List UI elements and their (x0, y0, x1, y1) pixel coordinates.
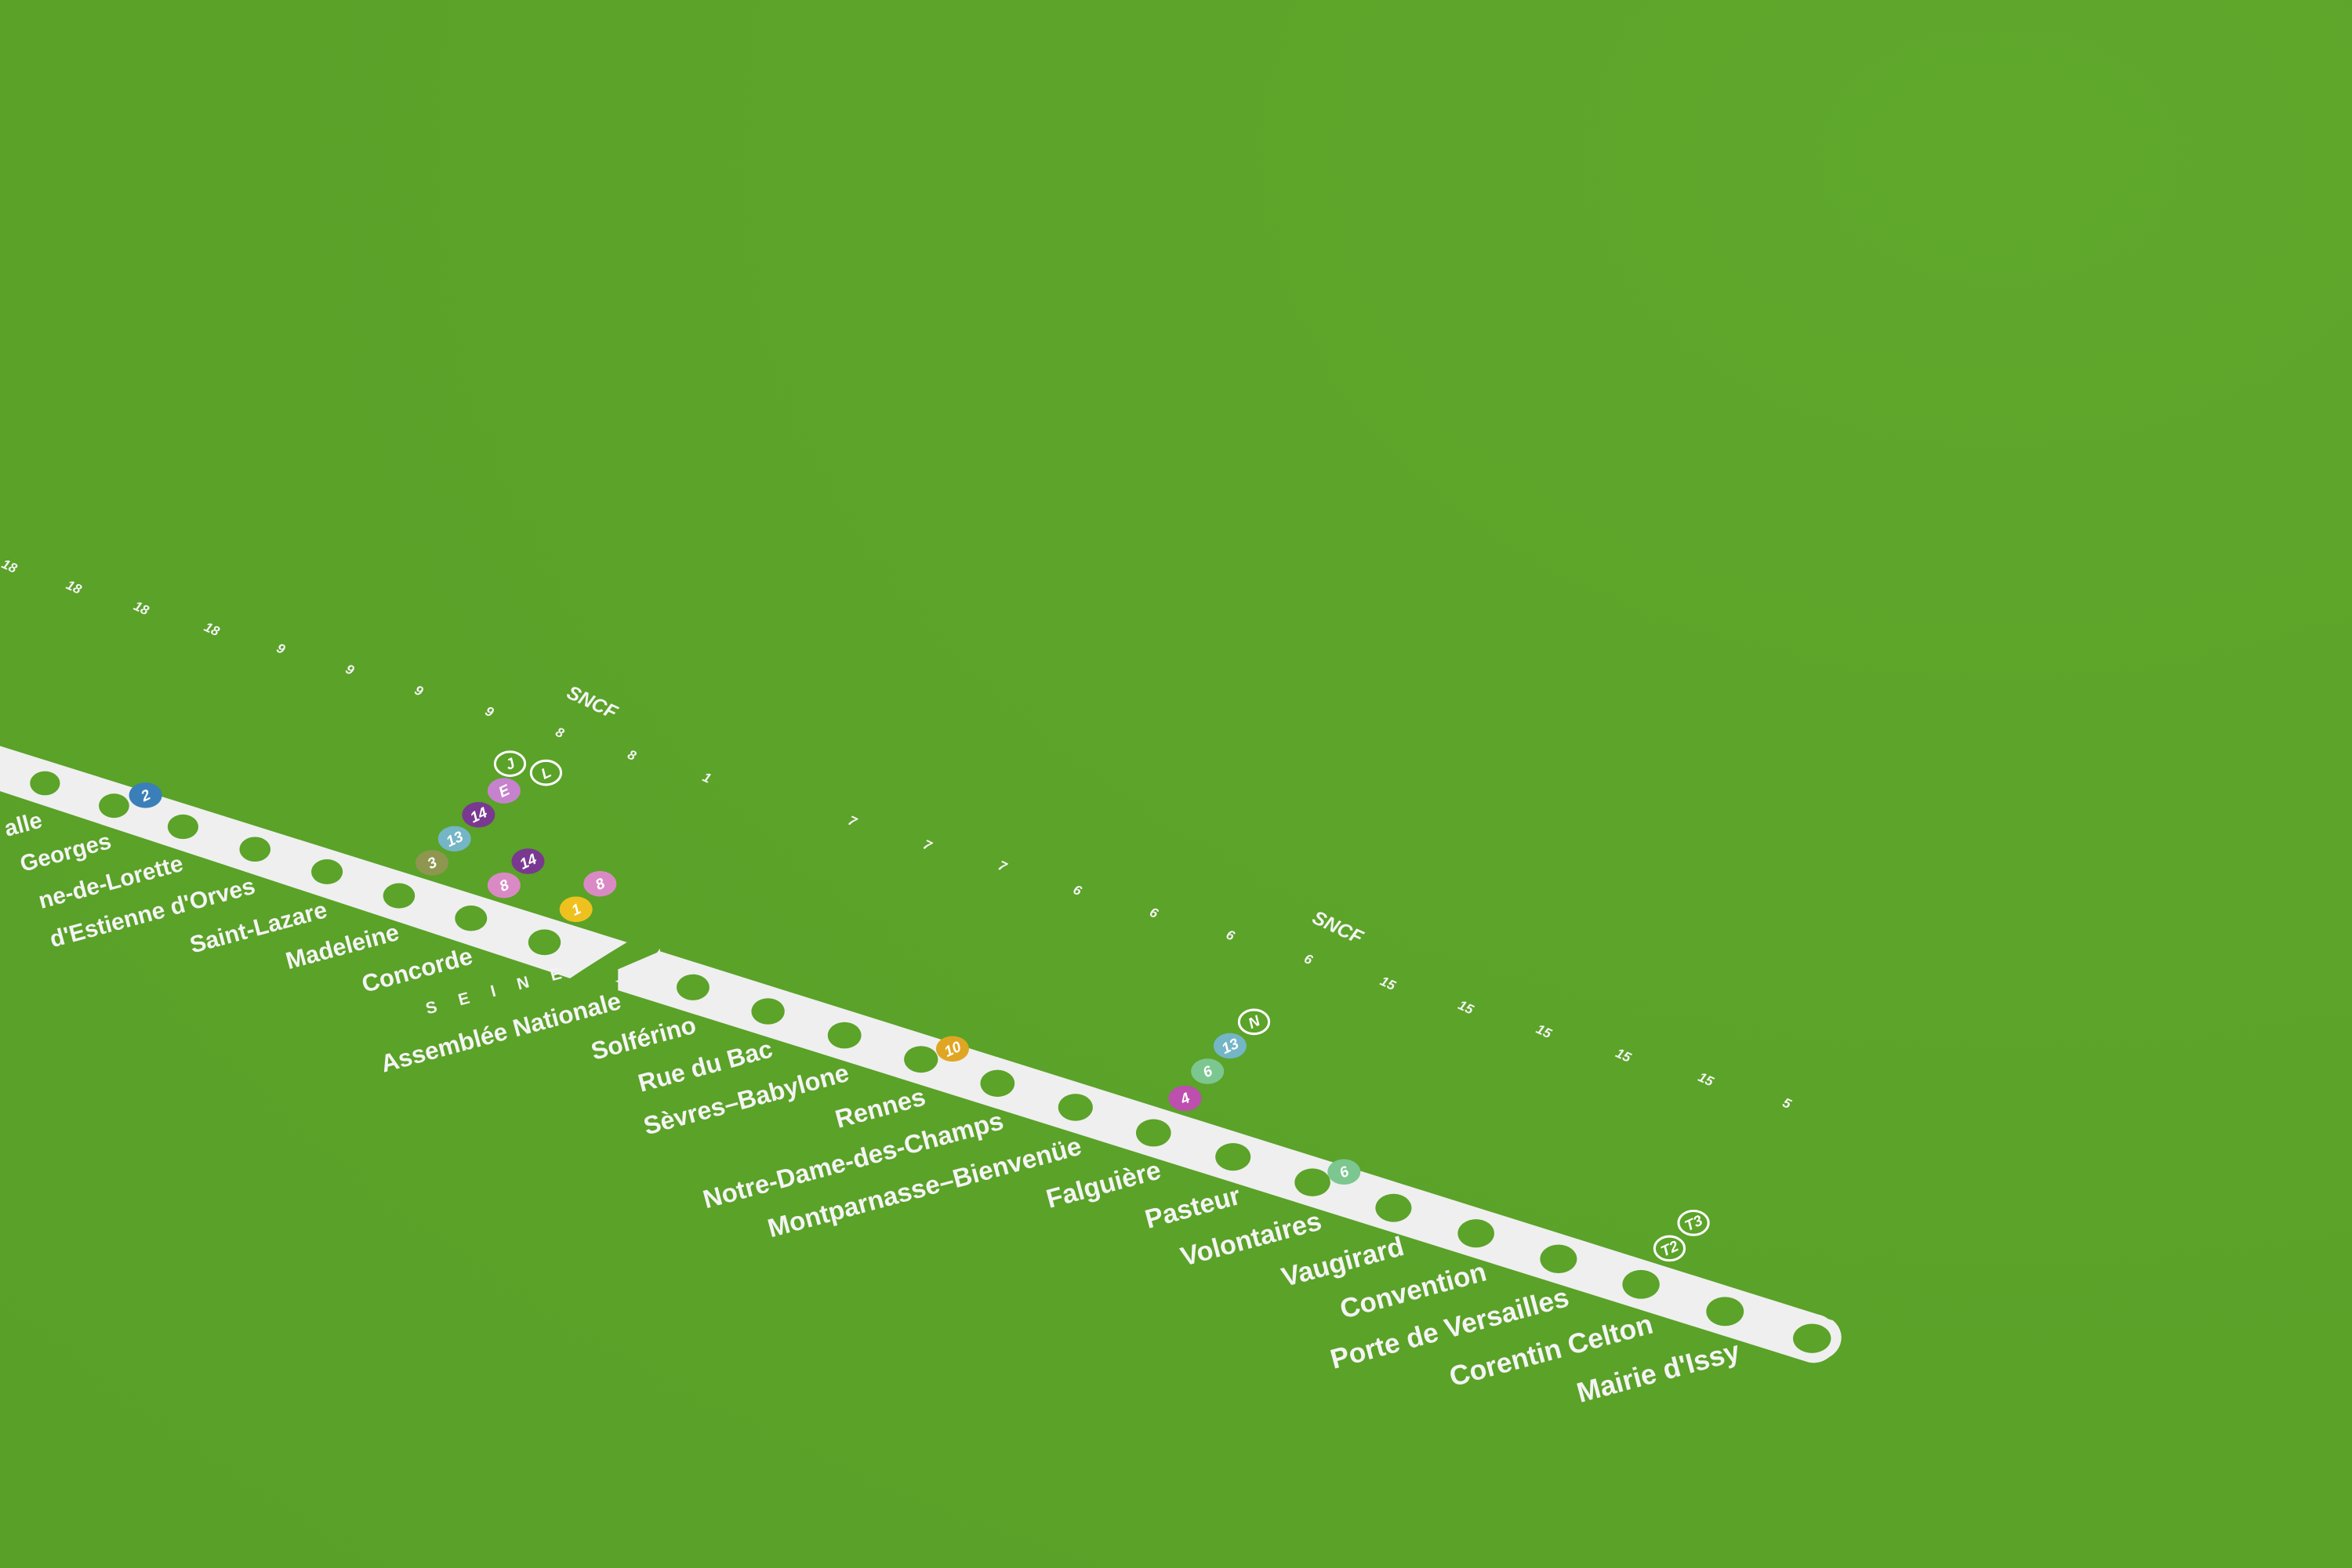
travel-time: 6 (1224, 927, 1238, 944)
travel-time: 18 (132, 597, 152, 618)
badge-circle-icon (415, 850, 449, 876)
badge-circle-icon (935, 1036, 969, 1062)
station-dot[interactable] (1457, 1219, 1494, 1248)
sncf-label: SNCF (1309, 906, 1367, 949)
station-label[interactable]: alle (2, 808, 45, 841)
station-dot[interactable] (1058, 1094, 1093, 1121)
station-dot[interactable] (676, 974, 710, 1000)
badge-outline-icon (1677, 1209, 1710, 1236)
badge-circle-icon (1213, 1033, 1247, 1059)
travel-time: 15 (1534, 1021, 1554, 1041)
station-label[interactable]: Assemblée Nationale (378, 987, 624, 1078)
badge-label: N (1246, 1012, 1263, 1032)
travel-time: 9 (483, 702, 497, 720)
station-label[interactable]: Pasteur (1142, 1181, 1243, 1235)
station-dot[interactable] (1375, 1193, 1412, 1222)
badge-outline-icon (529, 759, 563, 786)
station-dot[interactable] (904, 1046, 938, 1073)
badge-circle-icon (1191, 1058, 1225, 1084)
station-dot[interactable] (1294, 1168, 1330, 1196)
travel-time: 7 (996, 858, 1010, 876)
connection-badge-1[interactable]: 1 (559, 896, 593, 923)
connection-badge-t3[interactable]: T3 (1677, 1209, 1710, 1236)
travel-time: 9 (343, 661, 358, 678)
connection-badge-j[interactable]: J (493, 750, 527, 778)
station-dot[interactable] (528, 929, 561, 956)
badge-outline-icon (493, 750, 527, 778)
travel-time: 6 (1301, 950, 1316, 967)
station-dot[interactable] (1622, 1269, 1660, 1299)
badge-circle-icon (437, 826, 471, 852)
travel-time: 18 (201, 619, 222, 639)
connection-badge-n[interactable]: N (1237, 1008, 1271, 1036)
travel-time: 8 (626, 746, 640, 764)
station-dot[interactable] (99, 793, 129, 818)
station-dot[interactable] (167, 814, 199, 840)
badge-circle-icon (559, 896, 593, 923)
station-dot[interactable] (1215, 1142, 1251, 1171)
station-dot[interactable] (239, 837, 271, 862)
travel-time: 9 (274, 640, 289, 657)
station-dot[interactable] (383, 883, 416, 909)
connection-badge-10[interactable]: 10 (935, 1036, 969, 1062)
station-dot[interactable] (455, 906, 488, 931)
badge-label: L (539, 764, 554, 783)
connection-badge-4[interactable]: 4 (1168, 1085, 1202, 1112)
badge-circle-icon (129, 782, 162, 808)
connection-badge-t2[interactable]: T2 (1653, 1235, 1686, 1262)
connection-badge-13[interactable]: 13 (437, 826, 471, 852)
travel-time: 18 (0, 556, 20, 576)
travel-time: 7 (920, 837, 935, 855)
travel-time: 15 (1696, 1069, 1716, 1089)
travel-time: 6 (1147, 904, 1161, 921)
station-dot[interactable] (30, 771, 60, 796)
connection-badge-6[interactable]: 6 (1191, 1058, 1225, 1084)
badge-outline-icon (1237, 1008, 1271, 1036)
connection-badge-6[interactable]: 6 (1327, 1159, 1361, 1185)
travel-time: 15 (1456, 996, 1476, 1017)
travel-time: 18 (64, 577, 84, 597)
badge-circle-icon (487, 778, 521, 804)
badge-circle-icon (583, 871, 617, 897)
badge-circle-icon (462, 801, 495, 828)
connection-badge-3[interactable]: 3 (415, 850, 449, 876)
badge-label: J (503, 755, 518, 774)
travel-time: 15 (1377, 973, 1398, 993)
travel-time: 15 (1613, 1045, 1634, 1065)
badge-circle-icon (511, 848, 545, 874)
connection-badge-2[interactable]: 2 (129, 782, 162, 808)
connection-badge-8[interactable]: 8 (487, 872, 521, 898)
station-dot[interactable] (827, 1022, 862, 1049)
connection-badge-13[interactable]: 13 (1213, 1033, 1247, 1059)
badge-circle-icon (1327, 1159, 1361, 1185)
sncf-label: SNCF (564, 681, 622, 724)
connection-badge-l[interactable]: L (529, 759, 563, 786)
connection-badge-8[interactable]: 8 (583, 871, 617, 897)
connection-badge-e[interactable]: E (487, 778, 521, 804)
badge-circle-icon (487, 872, 521, 898)
travel-time: 5 (1780, 1094, 1795, 1112)
travel-time: 1 (700, 769, 713, 786)
station-dot[interactable] (1135, 1119, 1171, 1147)
station-dot[interactable] (751, 998, 785, 1025)
station-dot[interactable] (1706, 1297, 1744, 1327)
travel-time: 9 (412, 682, 426, 699)
connection-badge-14[interactable]: 14 (462, 801, 495, 828)
badge-circle-icon (1168, 1085, 1202, 1112)
connection-badge-14[interactable]: 14 (511, 848, 545, 874)
station-label[interactable]: Georges (17, 829, 114, 877)
station-dot[interactable] (1540, 1244, 1577, 1273)
travel-time: 7 (846, 812, 860, 830)
badge-outline-icon (1653, 1235, 1686, 1262)
station-dot[interactable] (311, 859, 343, 884)
station-dot[interactable] (980, 1069, 1015, 1097)
station-dot[interactable] (1793, 1323, 1831, 1353)
travel-time: 8 (554, 724, 568, 741)
station-label[interactable]: Rennes (832, 1083, 928, 1134)
travel-time: 6 (1071, 881, 1085, 898)
